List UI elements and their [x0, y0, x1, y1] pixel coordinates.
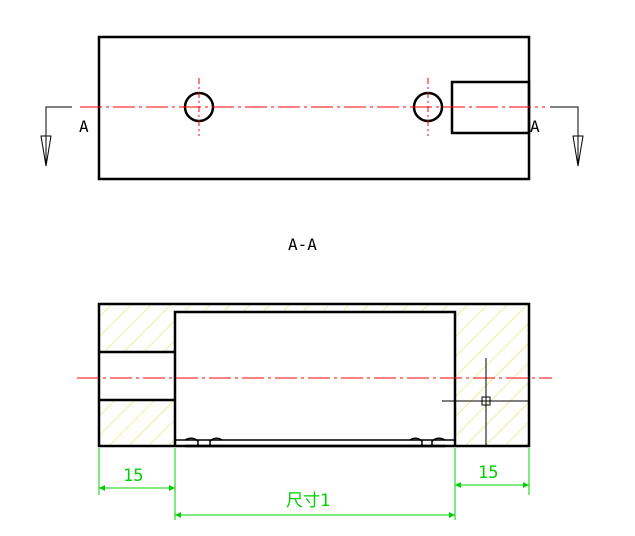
section-title: A-A [288, 235, 317, 254]
dimension-cavity-value: 尺寸1 [286, 491, 330, 511]
top-view: A A [40, 35, 584, 181]
dimension-right: 15 [455, 463, 529, 488]
cavity-outline [173, 310, 457, 446]
crosshair-cursor-icon [442, 358, 530, 445]
section-marker-left [40, 106, 72, 167]
top-view-outline [97, 35, 531, 181]
dimension-right-value: 15 [478, 463, 498, 483]
section-view [77, 302, 552, 448]
dimension-left: 15 [99, 466, 175, 491]
hatch-region [99, 304, 529, 446]
section-marker-right [550, 106, 584, 167]
cavity-groove [175, 437, 455, 448]
dimension-cavity: 尺寸1 [175, 491, 455, 518]
dimension-left-value: 15 [123, 466, 143, 486]
section-label-right: A [530, 117, 540, 136]
section-label-left: A [79, 117, 89, 136]
dimensions: 15 15 尺寸1 [98, 448, 530, 520]
